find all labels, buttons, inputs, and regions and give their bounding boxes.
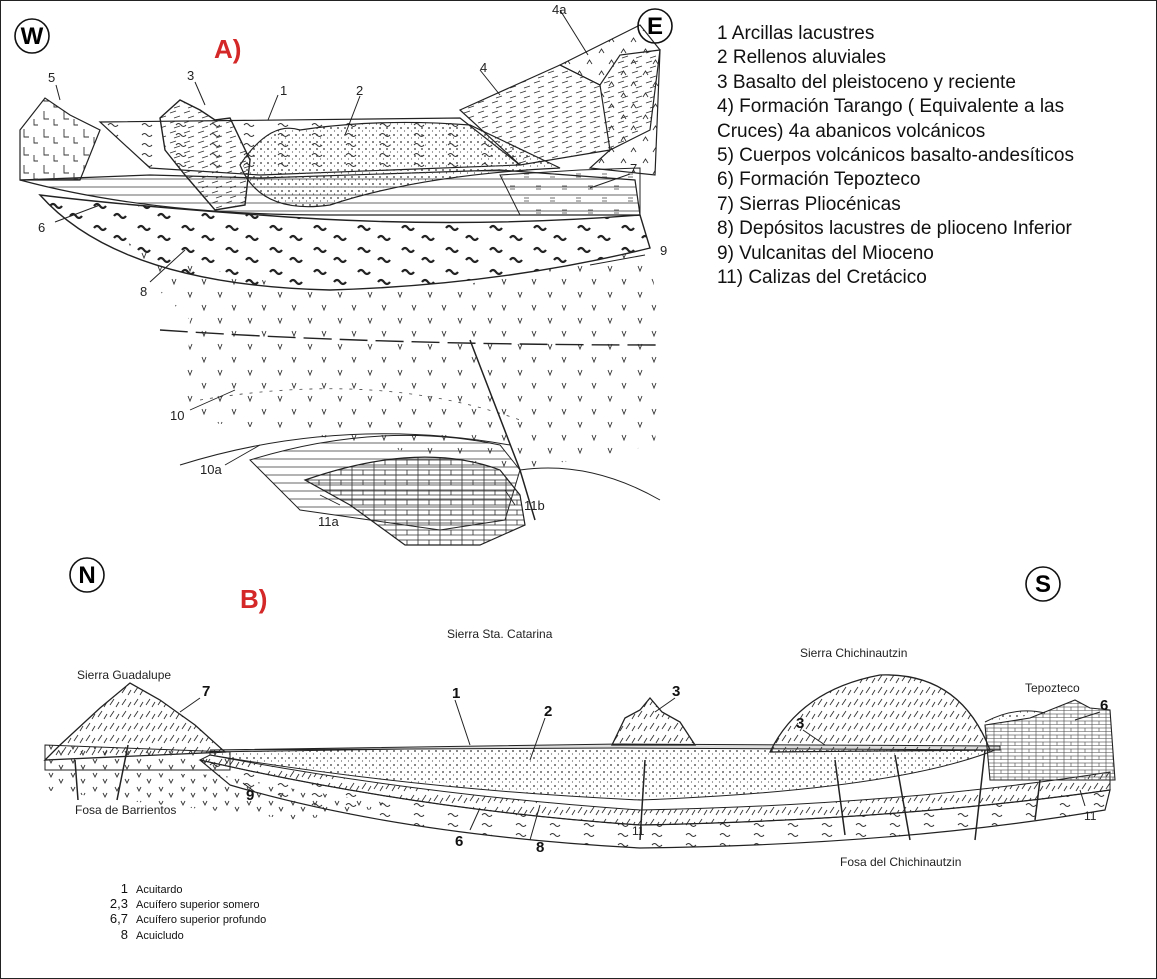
legend-b-row: 8 Acuicludo [88,928,266,943]
unit-5-body [20,98,100,180]
south-label: S [1035,571,1051,598]
label-a-11b: 11b [524,498,545,513]
legend-a-item: 3 Basalto del pleistoceno y reciente [717,71,1074,95]
legend-b-num: 2,3 [88,897,128,910]
label-a-6: 6 [38,220,45,235]
place-sierra-sta-catarina: Sierra Sta. Catarina [447,627,553,641]
east-label: E [647,13,663,40]
chichinautzin-dome [770,675,990,752]
legend-b-text: Acuífero superior somero [136,899,260,911]
label-a-3: 3 [187,68,194,83]
label-b-6b: 6 [1100,697,1108,714]
legend-b-num: 6,7 [88,912,128,925]
label-b-11b: 11 [1084,809,1097,823]
panel-b-legend: 1 Acuitardo 2,3 Acuífero superior somero 6… [88,882,266,943]
legend-a-item: 1 Arcillas lacustres [717,22,1074,46]
legend-a-item: 9) Vulcanitas del Mioceno [717,242,1074,266]
west-label: W [21,23,44,50]
legend-a-item: 4) Formación Tarango ( Equivalente a las [717,95,1074,119]
label-a-2: 2 [356,83,363,98]
legend-a-item: Cruces) 4a abanicos volcánicos [717,120,1074,144]
north-label: N [78,562,95,589]
legend-b-num: 8 [88,928,128,941]
label-a-1: 1 [280,83,287,98]
legend-b-text: Acuitardo [136,884,182,896]
label-a-9: 9 [660,243,667,258]
legend-a-item: 7) Sierras Pliocénicas [717,193,1074,217]
panel-a-section [20,10,660,545]
panel-b-section [45,675,1115,848]
place-sierra-guadalupe: Sierra Guadalupe [77,668,171,682]
place-fosa-barrientos: Fosa de Barrientos [75,803,176,817]
legend-b-text: Acuífero superior profundo [136,914,266,926]
place-sierra-chichinautzin: Sierra Chichinautzin [800,646,907,660]
label-a-10a: 10a [200,462,222,477]
label-a-4: 4 [480,60,487,75]
label-b-1: 1 [452,685,460,702]
legend-a-item: 8) Depósitos lacustres de plioceno Infer… [717,217,1074,241]
label-b-11a: 11 [632,824,645,838]
label-a-11a: 11a [318,514,339,529]
legend-a-item: 2 Rellenos aluviales [717,46,1074,70]
legend-a-item: 5) Cuerpos volcánicos basalto-andesítico… [717,144,1074,168]
label-b-7: 7 [202,683,210,700]
legend-a-item: 6) Formación Tepozteco [717,168,1074,192]
label-a-7: 7 [630,161,637,176]
legend-b-row: 6,7 Acuífero superior profundo [88,912,266,927]
sta-catarina-cone [612,698,695,745]
label-b-3b: 3 [796,715,804,732]
legend-b-row: 2,3 Acuífero superior somero [88,897,266,912]
legend-b-num: 1 [88,882,128,895]
label-b-2: 2 [544,703,552,720]
panel-a-title: A) [214,34,241,64]
label-a-5: 5 [48,70,55,85]
panel-b-title: B) [240,584,267,614]
panel-a-legend: 1 Arcillas lacustres 2 Rellenos aluviale… [717,22,1074,290]
legend-b-row: 1 Acuitardo [88,882,266,897]
label-a-4a: 4a [552,2,567,17]
place-tepozteco: Tepozteco [1025,681,1080,695]
legend-a-item: 11) Calizas del Cretácico [717,266,1074,290]
label-a-10: 10 [170,408,184,423]
label-b-8: 8 [536,839,544,856]
legend-b-text: Acuicludo [136,930,184,942]
label-b-3a: 3 [672,683,680,700]
tepozteco-body [985,700,1115,780]
label-a-8: 8 [140,284,147,299]
label-b-9: 9 [246,787,254,804]
label-b-6a: 6 [455,833,463,850]
unit-7-body [500,168,640,215]
place-fosa-chichinautzin: Fosa del Chichinautzin [840,855,961,869]
